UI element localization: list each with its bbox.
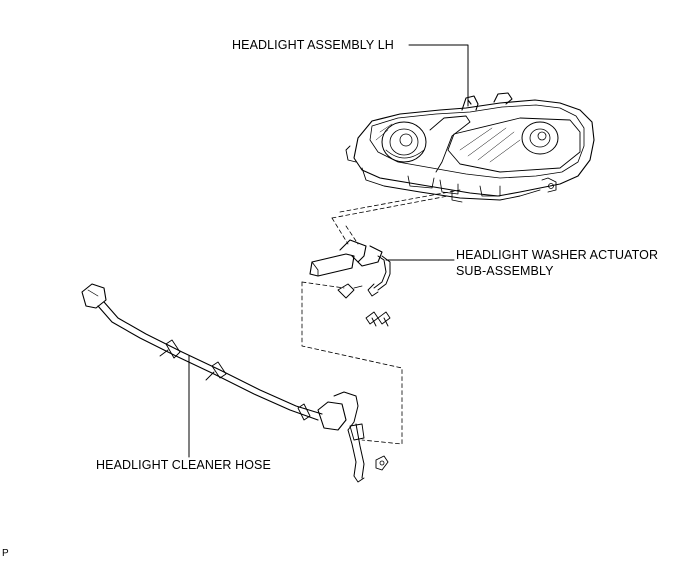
washer-actuator-label-line1: HEADLIGHT WASHER ACTUATOR [456,248,659,262]
cleaner-hose-illustration [81,283,389,483]
cleaner-hose-label: HEADLIGHT CLEANER HOSE [96,458,271,472]
headlight-assembly-illustration [345,92,595,203]
assembly-guide-lines [301,189,461,445]
washer-actuator-label-line2: SUB-ASSEMBLY [456,264,554,278]
headlight-assembly-label: HEADLIGHT ASSEMBLY LH [232,38,394,52]
leader-lines [188,44,469,458]
washer-actuator-illustration [309,239,391,327]
corner-mark-label: P [2,548,9,559]
